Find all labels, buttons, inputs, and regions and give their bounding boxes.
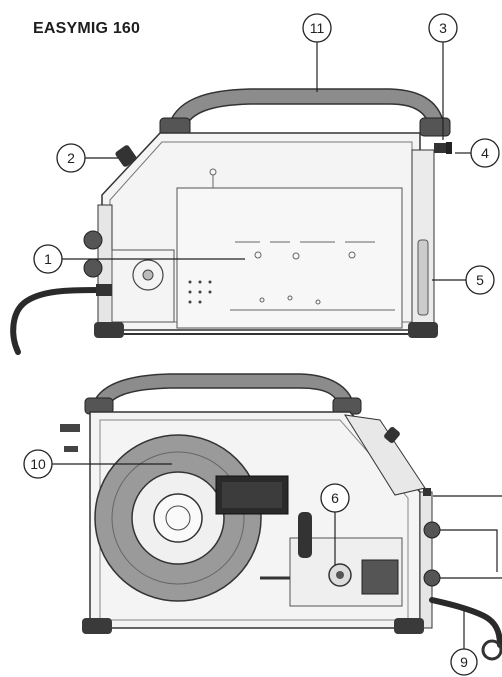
feed-roller-center xyxy=(336,571,344,579)
gas-nozzle xyxy=(446,142,452,154)
control-board xyxy=(176,187,403,329)
callout-10: 10 xyxy=(23,449,53,479)
torch-cable xyxy=(429,597,502,648)
callout-5: 5 xyxy=(465,265,495,295)
callout-4-label: 3 xyxy=(439,20,447,36)
callout-3-label: 4 xyxy=(481,145,489,161)
fan-hub xyxy=(142,269,154,281)
callout-4: 3 xyxy=(428,13,458,43)
front-face-bottom xyxy=(419,491,433,629)
callout-5-label: 5 xyxy=(476,272,484,288)
callout-6: 6 xyxy=(320,483,350,513)
callout-9: 9 xyxy=(450,648,478,676)
cable-end-fitting xyxy=(481,639,502,661)
leader-8a xyxy=(440,529,498,572)
panel-knob xyxy=(384,427,400,443)
carry-handle-bottom xyxy=(91,373,355,411)
vent-dots xyxy=(188,280,212,304)
feeder-block xyxy=(361,559,399,595)
machine-side-view-left xyxy=(10,88,452,355)
callout-11-label: 11 xyxy=(310,20,325,36)
callout-2: 2 xyxy=(56,143,86,173)
rear-fitting-b xyxy=(64,446,78,452)
spool-label-inner xyxy=(222,482,282,508)
cable-plug-top xyxy=(96,284,112,296)
top-knob xyxy=(115,145,137,167)
front-socket-upper xyxy=(83,230,103,250)
spool-ring xyxy=(111,451,245,585)
machine-side-view-right xyxy=(60,373,502,661)
handle-bracket-right xyxy=(419,117,451,137)
callout-3: 4 xyxy=(470,138,500,168)
inner-wall xyxy=(99,419,409,621)
leader-lines xyxy=(52,42,502,650)
board-components xyxy=(209,168,395,311)
foot-right-bottom xyxy=(394,618,424,634)
power-cable-top xyxy=(10,287,103,355)
fan xyxy=(132,259,164,291)
callout-6-label: 6 xyxy=(331,490,339,506)
foot-left-bottom xyxy=(82,618,112,634)
socket-indicator xyxy=(423,488,431,496)
rear-fitting-a xyxy=(60,424,80,432)
callout-1-label: 1 xyxy=(44,251,52,267)
spool-axle xyxy=(165,505,191,531)
gas-connector xyxy=(434,143,448,153)
callout-10-label: 10 xyxy=(30,456,46,472)
socket-lower-bottom xyxy=(423,569,441,587)
foot-left-top xyxy=(94,322,124,338)
rear-rail-slot xyxy=(417,239,429,316)
callout-9-label: 9 xyxy=(460,654,468,670)
diagram-title: EASYMIG 160 xyxy=(33,20,141,37)
callout-1: 1 xyxy=(33,244,63,274)
callout-2-label: 2 xyxy=(67,150,75,166)
spool-center xyxy=(153,493,203,543)
feeder-lever xyxy=(298,512,312,558)
front-socket-lower xyxy=(83,258,103,278)
foot-right-top xyxy=(408,322,438,338)
callout-11: 11 xyxy=(302,13,332,43)
carry-handle-top xyxy=(167,88,445,131)
socket-upper-bottom xyxy=(423,521,441,539)
